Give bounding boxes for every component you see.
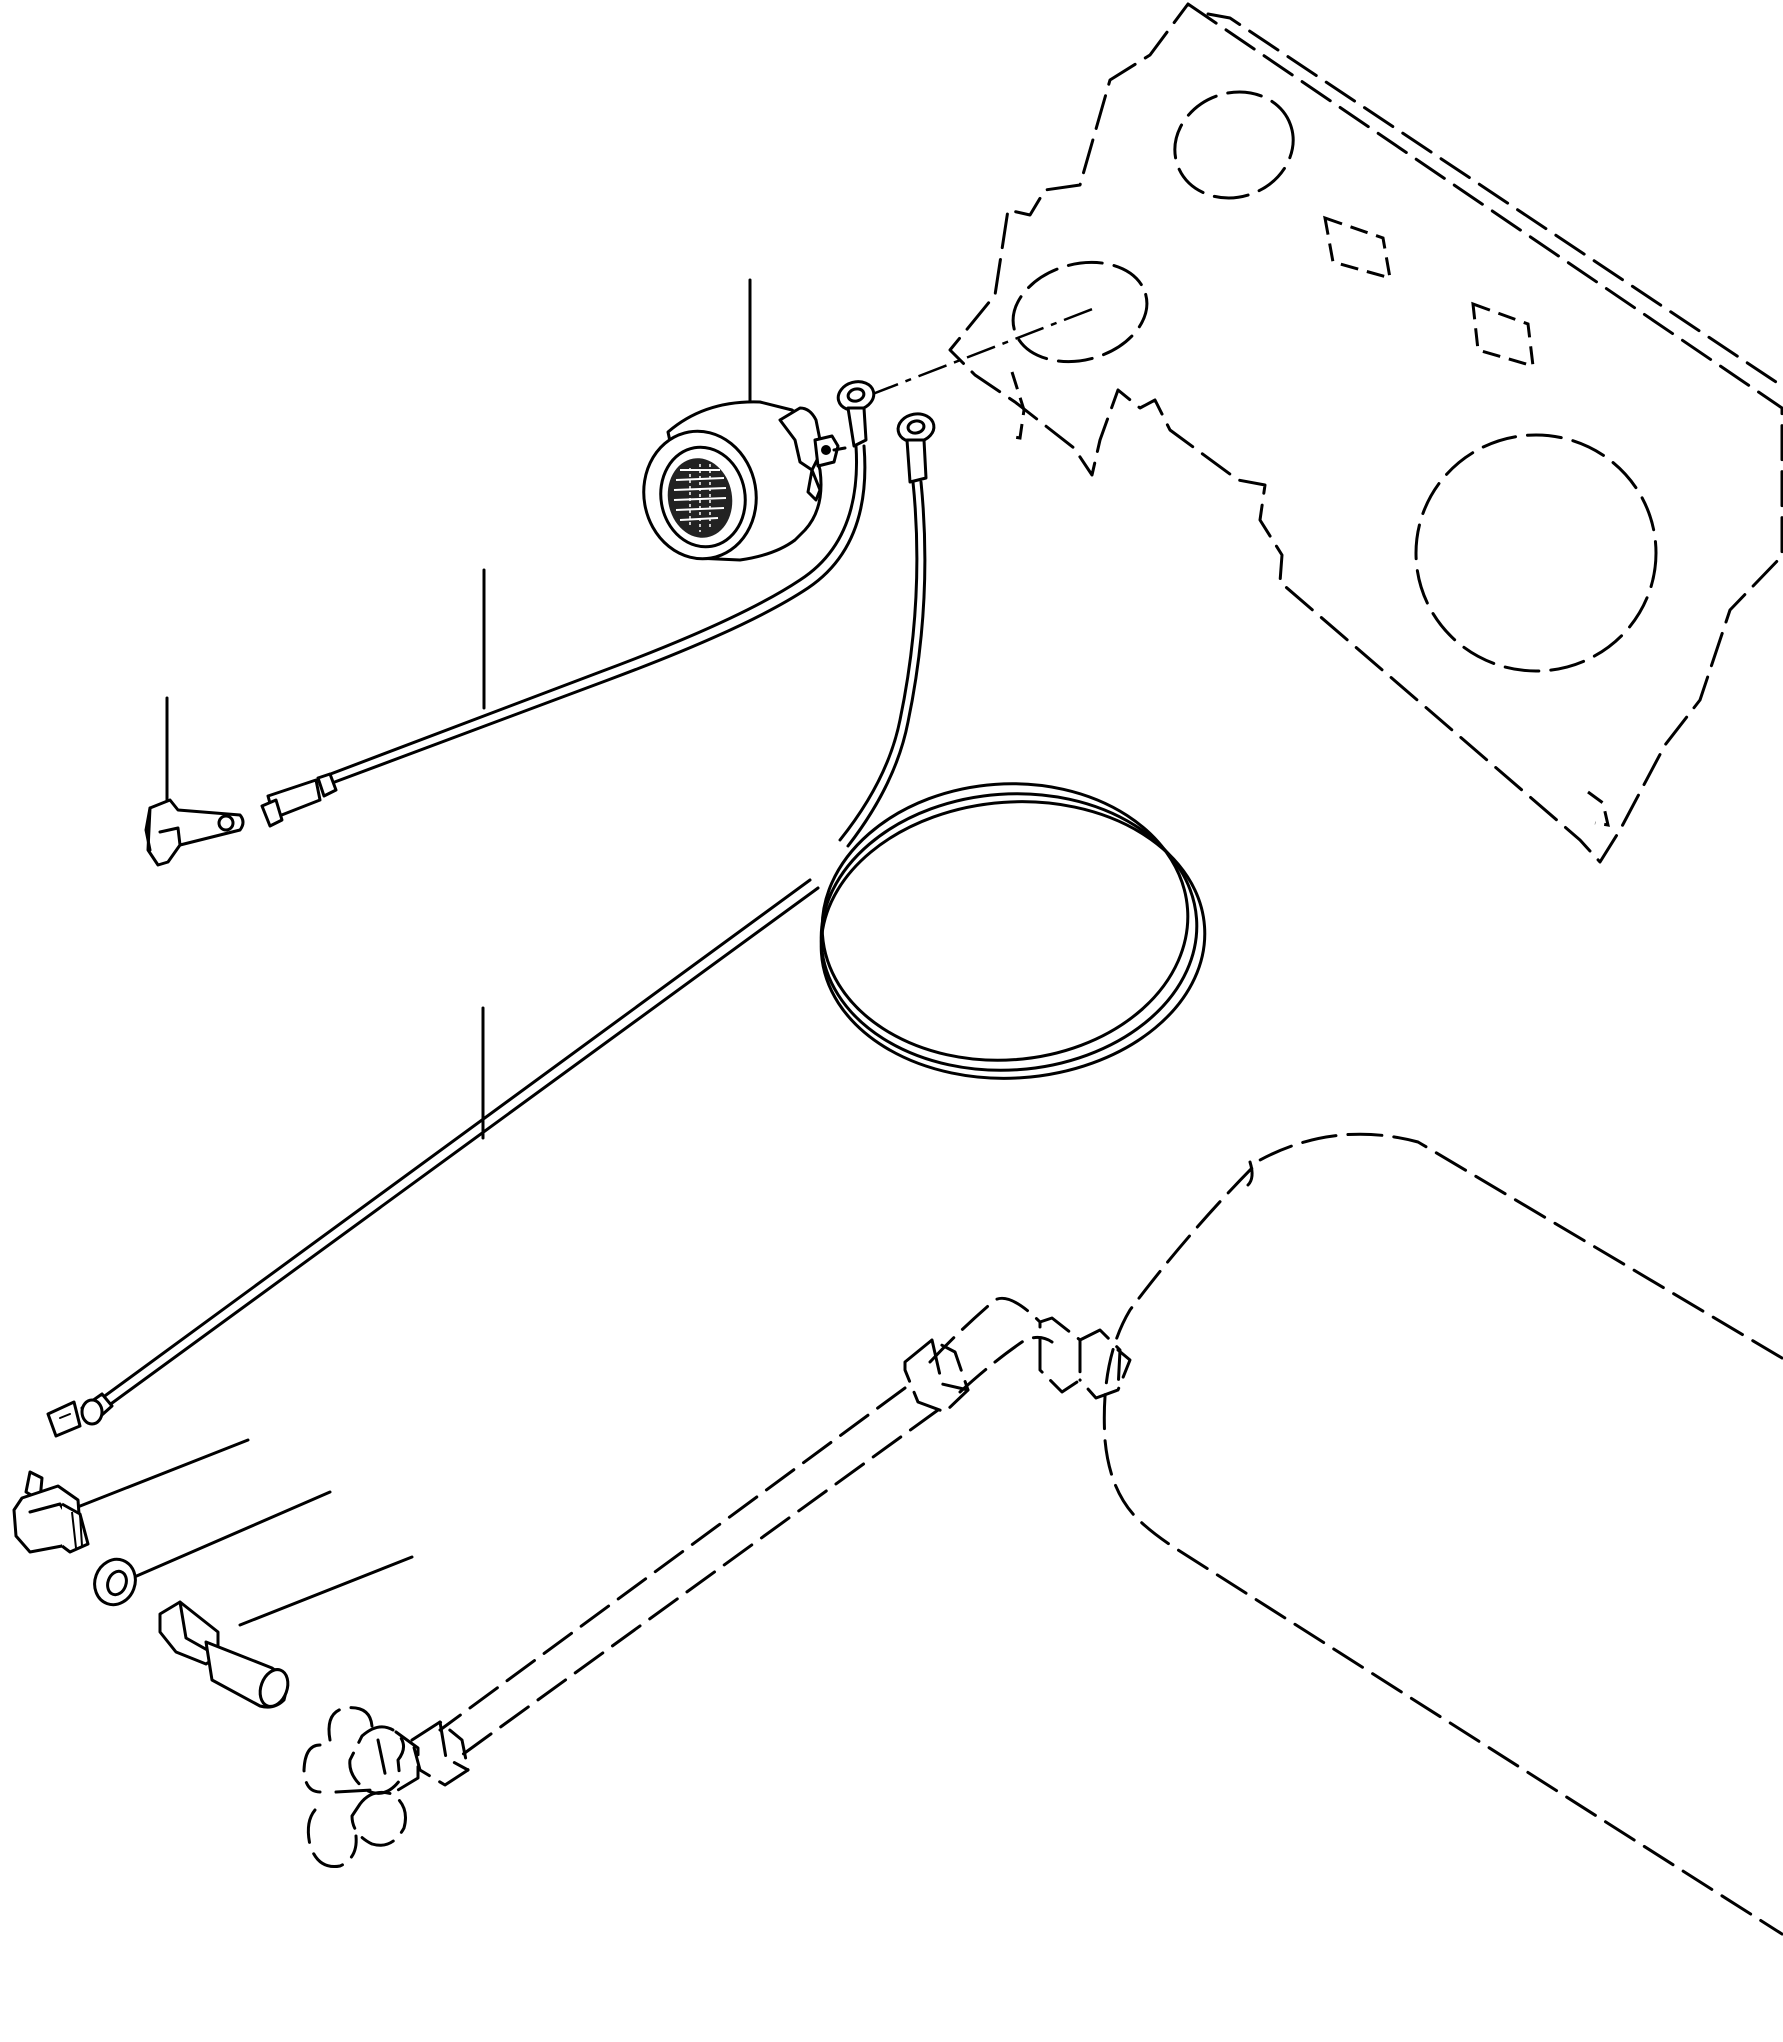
adapter-fitting	[158, 1600, 290, 1709]
callout-leader-sender-switch	[68, 1438, 250, 1512]
sealing-washer	[93, 1557, 137, 1607]
pipe-assembly	[302, 1296, 1132, 1869]
instrument-panel	[948, 2, 1783, 864]
callout-leaders	[68, 278, 1096, 1627]
sender-switch	[12, 1470, 90, 1554]
tank	[1102, 1132, 1783, 1936]
callout-leader-washer	[130, 1490, 332, 1580]
ground-wire-coil	[819, 412, 1207, 1080]
gauge-wire-lead	[260, 380, 876, 828]
terminal-connector	[144, 798, 245, 867]
mounting-centerline	[869, 306, 1096, 397]
sender-wire-lead	[46, 878, 820, 1438]
gauge	[642, 400, 847, 562]
callout-leader-adapter	[238, 1555, 414, 1627]
